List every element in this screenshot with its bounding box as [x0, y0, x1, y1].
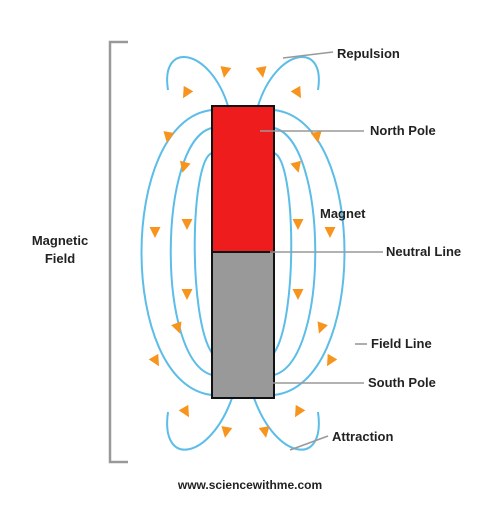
field-arrow-20: [258, 426, 270, 438]
website-footer: www.sciencewithme.com: [177, 478, 322, 492]
field-arrow-7: [163, 131, 175, 143]
field-line-bottom-right: [253, 397, 320, 451]
field-arrow-4: [290, 85, 301, 99]
label-magnetic: Magnetic: [32, 233, 88, 248]
field-line-right-2: [273, 127, 317, 376]
field-line-left-1: [193, 152, 213, 354]
label-neutral-line: Neutral Line: [386, 244, 461, 259]
field-line-left-2: [169, 127, 213, 376]
field-arrow-19: [221, 426, 233, 438]
label-north-pole: North Pole: [370, 123, 436, 138]
label-field: Field: [45, 251, 75, 266]
label-magnet: Magnet: [320, 206, 366, 221]
field-arrow-2: [255, 66, 267, 78]
field-arrow-9: [181, 219, 193, 230]
label-attraction: Attraction: [332, 429, 393, 444]
leader-lines: [260, 51, 383, 451]
field-line-top-left: [166, 56, 229, 107]
field-arrow-8: [310, 131, 322, 143]
field-line-left-3: [140, 109, 213, 396]
field-arrow-17: [148, 353, 159, 367]
field-arrow-22: [295, 404, 306, 418]
field-arrow-15: [171, 321, 182, 334]
field-arrow-21: [178, 404, 189, 418]
bar-magnet: [211, 105, 275, 399]
magnetic-field-bracket: [108, 40, 128, 464]
label-field-line: Field Line: [371, 336, 432, 351]
field-arrow-16: [317, 321, 328, 334]
field-arrow-10: [292, 219, 304, 230]
north-pole-block: [211, 105, 275, 253]
label-repulsion: Repulsion: [337, 46, 400, 61]
leader-repulsion: [282, 51, 334, 59]
field-arrow-5: [179, 160, 191, 173]
leader-attraction: [289, 435, 329, 451]
field-line-right-1: [273, 152, 293, 354]
field-line-top-right: [257, 56, 320, 107]
south-pole-block: [211, 251, 275, 399]
field-line-bottom-left: [166, 397, 233, 451]
field-arrow-3: [183, 85, 194, 99]
label-south-pole: South Pole: [368, 375, 436, 390]
field-arrow-1: [220, 66, 232, 78]
field-arrows: [148, 66, 338, 438]
field-arrow-18: [327, 353, 338, 367]
field-arrow-6: [290, 160, 302, 173]
field-arrow-11: [149, 227, 161, 238]
field-arrow-12: [324, 227, 336, 238]
field-arrow-13: [181, 289, 193, 300]
field-arrow-14: [292, 289, 304, 300]
